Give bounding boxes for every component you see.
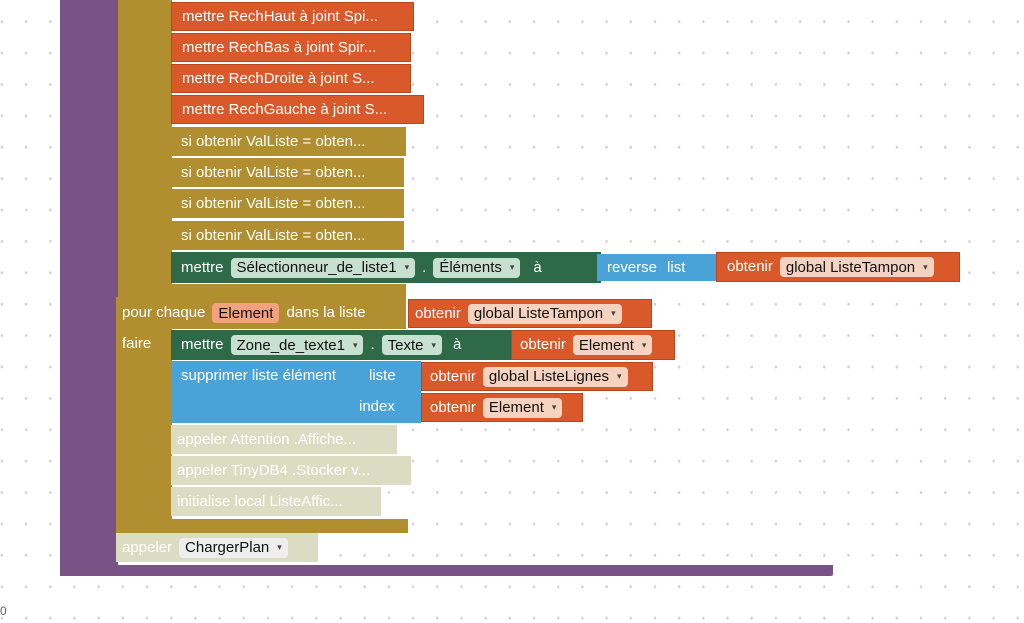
chevron-down-icon: ▾ <box>641 339 647 350</box>
get-label: obtenir <box>430 367 476 385</box>
set-rech-haut-label: mettre RechHaut à joint Spi... <box>182 7 378 25</box>
set-rech-gauche-label: mettre RechGauche à joint S... <box>182 100 388 118</box>
get-label: obtenir <box>430 398 476 416</box>
set-rech-gauche-block[interactable]: mettre RechGauche à joint S... <box>171 95 424 124</box>
get-global-listelignes-block[interactable]: obtenir global ListeLignes▾ <box>421 362 653 391</box>
for-each-item-name[interactable]: Element <box>212 303 280 323</box>
set-selector-mettre: mettre <box>181 258 224 276</box>
if-block-3[interactable]: si obtenir ValListe = obten... <box>171 189 404 218</box>
set-rech-bas-block[interactable]: mettre RechBas à joint Spir... <box>171 33 411 62</box>
if-block-1-label: si obtenir ValListe = obten... <box>181 132 366 150</box>
for-each-block[interactable] <box>116 297 172 533</box>
set-rech-bas-label: mettre RechBas à joint Spir... <box>182 38 377 56</box>
get-element-index-block[interactable]: obtenir Element▾ <box>421 393 583 422</box>
if-block-4-label: si obtenir ValListe = obten... <box>181 226 366 244</box>
set-selector-a: à <box>533 258 542 276</box>
call-attention-block[interactable]: appeler Attention .Affiche... <box>171 425 397 454</box>
get-label: obtenir <box>415 304 461 322</box>
set-selector-block[interactable]: mettre Sélectionneur_de_liste1▾ . Élémen… <box>171 252 601 283</box>
chevron-down-icon: ▾ <box>611 308 616 318</box>
call-tinydb-label: appeler TinyDB4 .Stocker v... <box>177 461 371 479</box>
for-each-bottom[interactable] <box>116 519 408 533</box>
if-block-1[interactable]: si obtenir ValListe = obten... <box>171 127 406 156</box>
procedure-block[interactable] <box>60 0 118 575</box>
variable-dropdown[interactable]: global ListeLignes▾ <box>482 366 628 387</box>
remove-label: supprimer liste élément <box>181 367 337 384</box>
text-component-dropdown[interactable]: Zone_de_texte1▾ <box>230 335 364 355</box>
reverse-list-block[interactable]: reverse list <box>597 254 719 281</box>
chevron-down-icon: ▾ <box>923 261 928 272</box>
control-block-bottom[interactable] <box>118 284 406 297</box>
set-text-mettre: mettre <box>181 336 224 353</box>
variable-dropdown[interactable]: Element▾ <box>482 397 563 418</box>
text-property-dropdown[interactable]: Texte▾ <box>381 335 443 355</box>
if-block-2-label: si obtenir ValListe = obten... <box>181 163 366 181</box>
chevron-down-icon: ▾ <box>431 339 437 350</box>
chevron-down-icon: ▾ <box>352 339 358 350</box>
chevron-down-icon: ▾ <box>616 371 622 381</box>
get-global-listetampon-block-2[interactable]: obtenir global ListeTampon▾ <box>408 299 652 328</box>
index-socket-label: index <box>359 398 395 415</box>
if-block-4[interactable]: si obtenir ValListe = obten... <box>171 221 404 250</box>
if-block-3-label: si obtenir ValListe = obten... <box>181 194 366 212</box>
variable-dropdown[interactable]: Element▾ <box>572 335 653 355</box>
get-element-block[interactable]: obtenir Element▾ <box>511 330 675 360</box>
set-rech-droite-block[interactable]: mettre RechDroite à joint S... <box>171 64 411 93</box>
set-text-dot: . <box>370 336 375 353</box>
do-label-wrap: faire <box>116 331 172 357</box>
call-tinydb-block[interactable]: appeler TinyDB4 .Stocker v... <box>171 456 411 485</box>
chevron-down-icon: ▾ <box>404 262 410 272</box>
init-local-label: initialise local ListeAffic... <box>177 492 343 510</box>
remove-list-item-block[interactable]: supprimer liste élément liste index <box>171 361 421 423</box>
chevron-down-icon: ▾ <box>277 542 282 552</box>
set-text-a: à <box>453 336 462 353</box>
if-block-2[interactable]: si obtenir ValListe = obten... <box>171 158 404 187</box>
in-list-label: dans la liste <box>286 304 366 321</box>
set-text-block[interactable]: mettre Zone_de_texte1▾ . Texte▾ à <box>171 330 519 360</box>
call-attention-label: appeler Attention .Affiche... <box>177 430 357 448</box>
variable-dropdown[interactable]: global ListeTampon▾ <box>467 303 622 324</box>
set-rech-droite-label: mettre RechDroite à joint S... <box>182 69 375 87</box>
get-label: obtenir <box>727 258 773 275</box>
for-each-header[interactable]: pour chaque Element dans la liste <box>116 297 406 329</box>
list-socket-label: liste <box>369 367 396 384</box>
workspace-edge-label: 0 <box>0 604 7 618</box>
init-local-block[interactable]: initialise local ListeAffic... <box>171 487 381 516</box>
get-label: obtenir <box>520 336 566 353</box>
call-label: appeler <box>122 538 173 556</box>
procedure-block-bottom[interactable] <box>60 565 833 576</box>
variable-dropdown[interactable]: global ListeTampon▾ <box>779 257 934 277</box>
do-label: faire <box>122 335 152 352</box>
for-each-label: pour chaque <box>122 304 206 321</box>
set-rech-haut-block[interactable]: mettre RechHaut à joint Spi... <box>171 2 414 31</box>
list-label: list <box>667 258 686 276</box>
chevron-down-icon: ▾ <box>509 262 515 272</box>
chevron-down-icon: ▾ <box>551 402 557 412</box>
selector-property-dropdown[interactable]: Éléments▾ <box>433 257 521 278</box>
selector-component-dropdown[interactable]: Sélectionneur_de_liste1▾ <box>230 257 416 278</box>
set-selector-dot: . <box>422 258 427 276</box>
get-global-listetampon-block[interactable]: obtenir global ListeTampon▾ <box>716 252 960 282</box>
call-chargerplan-block[interactable]: appeler ChargerPlan▾ <box>116 533 318 562</box>
control-block-bar[interactable] <box>118 0 172 297</box>
reverse-label: reverse <box>607 258 658 276</box>
procedure-dropdown[interactable]: ChargerPlan▾ <box>179 537 288 558</box>
